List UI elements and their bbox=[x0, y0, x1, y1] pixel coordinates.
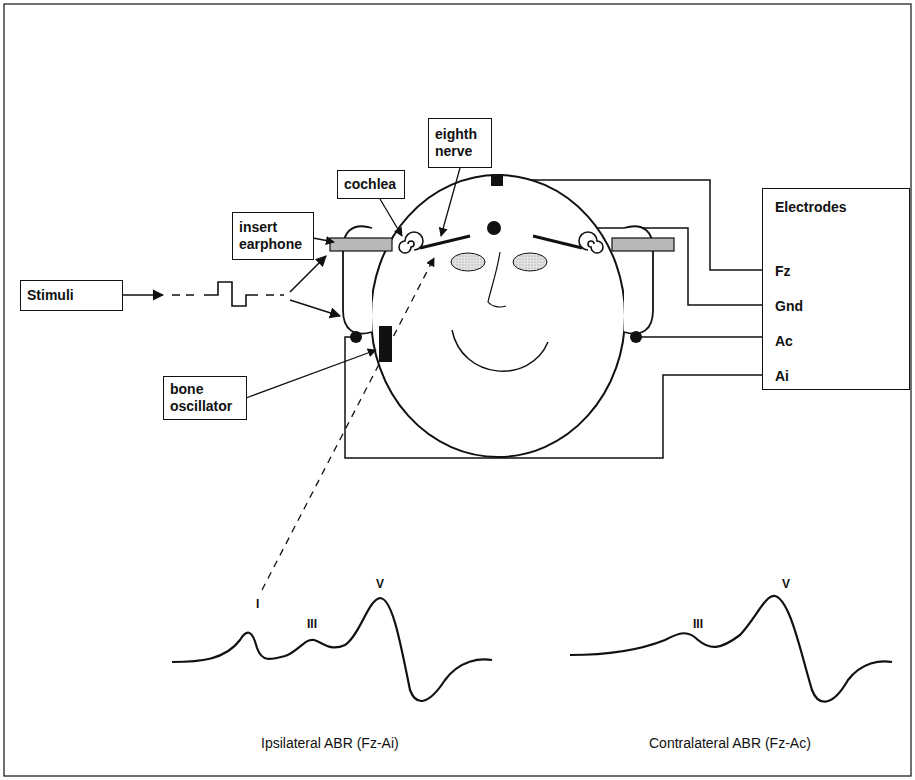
mouth bbox=[452, 330, 548, 371]
peak-label: III bbox=[307, 616, 317, 632]
contralateral-waveform bbox=[570, 596, 892, 702]
leader-lines bbox=[246, 168, 460, 398]
callout-box: cochlea bbox=[337, 170, 405, 199]
electrode-gnd bbox=[487, 221, 501, 235]
ipsilateral-waveform bbox=[172, 598, 492, 701]
frame bbox=[4, 4, 911, 776]
callout-text: Stimuli bbox=[27, 287, 74, 304]
electrode-box: ElectrodesFzGndAcAi bbox=[762, 188, 910, 390]
stimulus-arrows bbox=[123, 256, 340, 316]
electrode-name: Fz bbox=[775, 263, 791, 280]
eighth-nerve bbox=[420, 236, 470, 248]
callout-text: eighth nerve bbox=[435, 126, 485, 160]
peak-label: V bbox=[782, 576, 790, 592]
insert-earphone bbox=[612, 238, 674, 251]
callout-text: insert earphone bbox=[239, 219, 307, 253]
peak-label: V bbox=[376, 576, 384, 592]
electrode-fz bbox=[491, 174, 503, 186]
box-title: Electrodes bbox=[775, 199, 847, 216]
insert-earphone bbox=[330, 238, 392, 251]
waveform-caption: Contralateral ABR (Fz-Ac) bbox=[649, 735, 811, 751]
electrode-name: Ai bbox=[775, 368, 789, 385]
electrode-name: Gnd bbox=[775, 298, 803, 315]
callout-box: Stimuli bbox=[20, 280, 123, 311]
electrode-name: Ac bbox=[775, 333, 793, 350]
callout-box: eighth nerve bbox=[428, 118, 492, 168]
callout-text: cochlea bbox=[344, 176, 396, 193]
eye bbox=[451, 253, 485, 271]
head-outline bbox=[371, 175, 625, 457]
callout-box: insert earphone bbox=[232, 212, 314, 260]
callout-box: bone oscillator bbox=[163, 376, 247, 420]
electrode-ac bbox=[630, 331, 642, 343]
nose bbox=[488, 252, 506, 307]
callout-text: bone oscillator bbox=[170, 381, 240, 415]
eye bbox=[513, 253, 547, 271]
electrode-ai bbox=[350, 331, 362, 343]
cochlea-spiral bbox=[579, 232, 603, 253]
eighth-nerve bbox=[533, 236, 582, 248]
dashed-leader bbox=[262, 258, 434, 590]
peak-label: I bbox=[256, 596, 259, 612]
waveform-caption: Ipsilateral ABR (Fz-Ai) bbox=[261, 735, 399, 751]
peak-label: III bbox=[693, 616, 703, 632]
cochlea-spiral bbox=[399, 232, 423, 253]
